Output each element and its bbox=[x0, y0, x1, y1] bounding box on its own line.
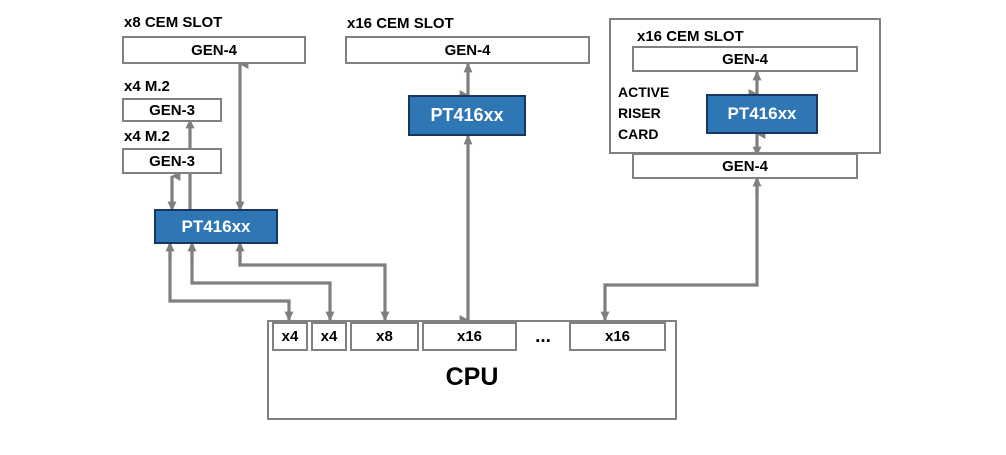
x4-m2-lower-caption: x4 M.2 bbox=[124, 128, 170, 145]
cpu-lane-x4-1: x4 bbox=[272, 322, 308, 351]
wire-cpu-x4b-to-left-switch bbox=[190, 243, 335, 322]
x8-cem-slot-gen4-box: GEN-4 bbox=[122, 36, 306, 64]
middle-x16-cem-slot-gen4-box: GEN-4 bbox=[345, 36, 590, 64]
cpu-label: CPU bbox=[445, 363, 499, 391]
right-x16-cem-slot-caption: x16 CEM SLOT bbox=[637, 28, 744, 45]
riser-downstream-gen4-box: GEN-4 bbox=[632, 153, 858, 179]
right-x16-cem-slot-gen4-box: GEN-4 bbox=[632, 46, 858, 72]
riser-switch-pt416xx: PT416xx bbox=[706, 94, 818, 134]
wire-cpu-x4a-to-left-switch bbox=[168, 243, 294, 322]
middle-x16-cem-slot-caption: x16 CEM SLOT bbox=[347, 15, 454, 32]
wire-riser-to-cpu-x16 bbox=[600, 178, 759, 322]
cpu-lane-ellipsis: ... bbox=[535, 325, 551, 347]
left-switch-pt416xx: PT416xx bbox=[154, 209, 278, 244]
active-riser-card-caption-line2: RISER bbox=[618, 105, 661, 121]
x4-m2-lower-gen3-box: GEN-3 bbox=[122, 148, 222, 174]
middle-switch-pt416xx: PT416xx bbox=[408, 95, 526, 136]
wire-cpu-x8-to-left-switch bbox=[238, 243, 390, 322]
active-riser-card-caption-line3: CARD bbox=[618, 126, 659, 142]
active-riser-card-caption-line1: ACTIVE bbox=[618, 84, 670, 100]
cpu-lane-x8: x8 bbox=[350, 322, 419, 351]
cpu-lane-x16-2: x16 bbox=[569, 322, 666, 351]
cpu-lane-x16-1: x16 bbox=[422, 322, 517, 351]
x4-m2-upper-caption: x4 M.2 bbox=[124, 78, 170, 95]
cpu-lane-x4-2: x4 bbox=[311, 322, 347, 351]
x8-cem-slot-caption: x8 CEM SLOT bbox=[124, 14, 223, 31]
x4-m2-upper-gen3-box: GEN-3 bbox=[122, 98, 222, 122]
